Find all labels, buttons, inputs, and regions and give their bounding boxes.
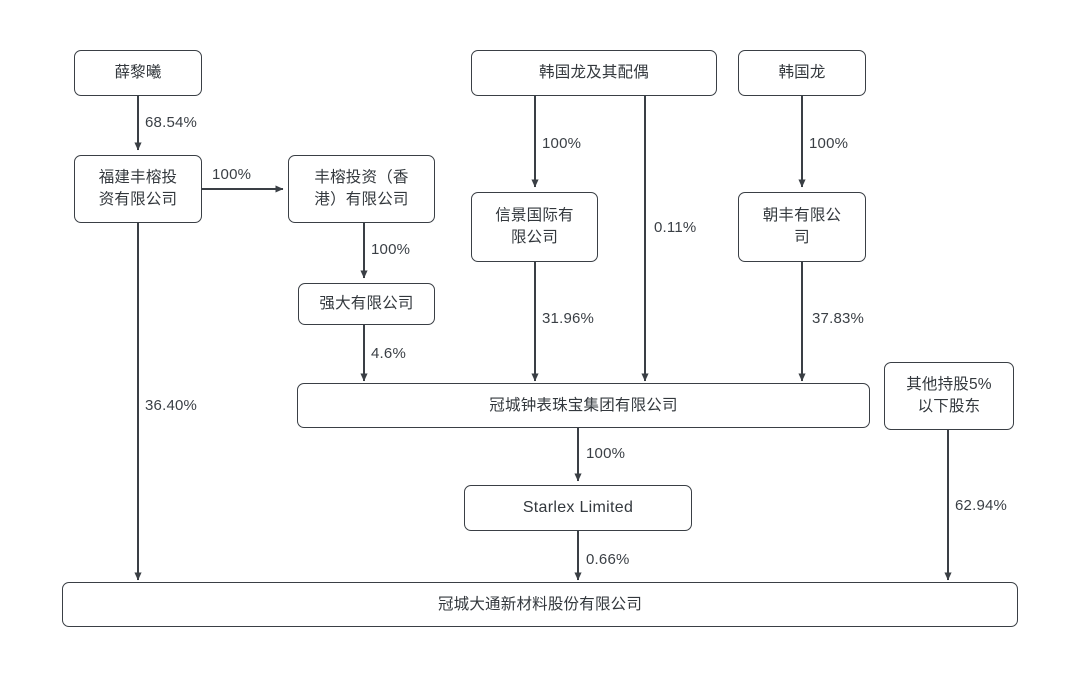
edge-label-hansp-to-xinjing: 100% — [542, 135, 582, 152]
node-label: 韩国龙及其配偶 — [539, 64, 649, 81]
node-fengrong-investment-hk[interactable]: 丰榕投资（香 港）有限公司 — [288, 155, 435, 223]
edge-label-fujian-to-datong: 36.40% — [145, 397, 198, 414]
node-label: 冠城大通新材料股份有限公司 — [437, 595, 643, 613]
node-guancheng-datong-new-materials[interactable]: 冠城大通新材料股份有限公司 — [62, 582, 1018, 627]
node-starlex-limited[interactable]: Starlex Limited — [464, 485, 692, 531]
edge-label-han-to-chaofeng: 100% — [809, 135, 849, 152]
node-label: 韩国龙 — [778, 64, 826, 81]
node-fujian-fengrong-investment[interactable]: 福建丰榕投 资有限公司 — [74, 155, 202, 223]
node-guancheng-watch-jewelry-group[interactable]: 冠城钟表珠宝集团有限公司 — [297, 383, 870, 428]
edge-label-xue-to-fujian: 68.54% — [145, 114, 198, 131]
node-xue-lixi[interactable]: 薛黎曦 — [74, 50, 202, 96]
node-label: 信景国际有 限公司 — [495, 207, 574, 246]
edge-label-fujian-to-fengronghk: 100% — [212, 166, 252, 183]
edge-label-fengronghk-to-qiangda: 100% — [371, 241, 411, 258]
node-xinjing-international[interactable]: 信景国际有 限公司 — [471, 192, 598, 262]
node-label: 冠城钟表珠宝集团有限公司 — [489, 396, 678, 414]
edge-label-chaofeng-to-watchgroup: 37.83% — [812, 310, 865, 327]
node-label: 强大有限公司 — [319, 295, 414, 312]
edge-label-watchgroup-to-starlex: 100% — [586, 445, 626, 462]
node-label: 福建丰榕投 资有限公司 — [98, 169, 178, 208]
edge-label-otherholders-to-datong: 62.94% — [955, 497, 1008, 514]
edge-label-xinjing-to-watchgroup: 31.96% — [542, 310, 595, 327]
edge-label-qiangda-to-watchgroup: 4.6% — [371, 345, 406, 362]
edge-label-hansp-to-watchgroup: 0.11% — [654, 219, 697, 236]
node-label: Starlex Limited — [522, 498, 634, 516]
node-other-shareholders-under-5pct[interactable]: 其他持股5% 以下股东 — [884, 362, 1014, 430]
node-qiangda-limited[interactable]: 强大有限公司 — [298, 283, 435, 325]
node-label: 薛黎曦 — [114, 64, 162, 81]
node-label: 朝丰有限公 司 — [762, 207, 842, 246]
edge-label-starlex-to-datong: 0.66% — [586, 551, 630, 568]
node-han-guolong-and-spouse[interactable]: 韩国龙及其配偶 — [471, 50, 717, 96]
node-chaofeng-limited[interactable]: 朝丰有限公 司 — [738, 192, 866, 262]
node-han-guolong[interactable]: 韩国龙 — [738, 50, 866, 96]
node-label: 丰榕投资（香 港）有限公司 — [314, 169, 409, 208]
node-label: 其他持股5% 以下股东 — [906, 376, 992, 415]
